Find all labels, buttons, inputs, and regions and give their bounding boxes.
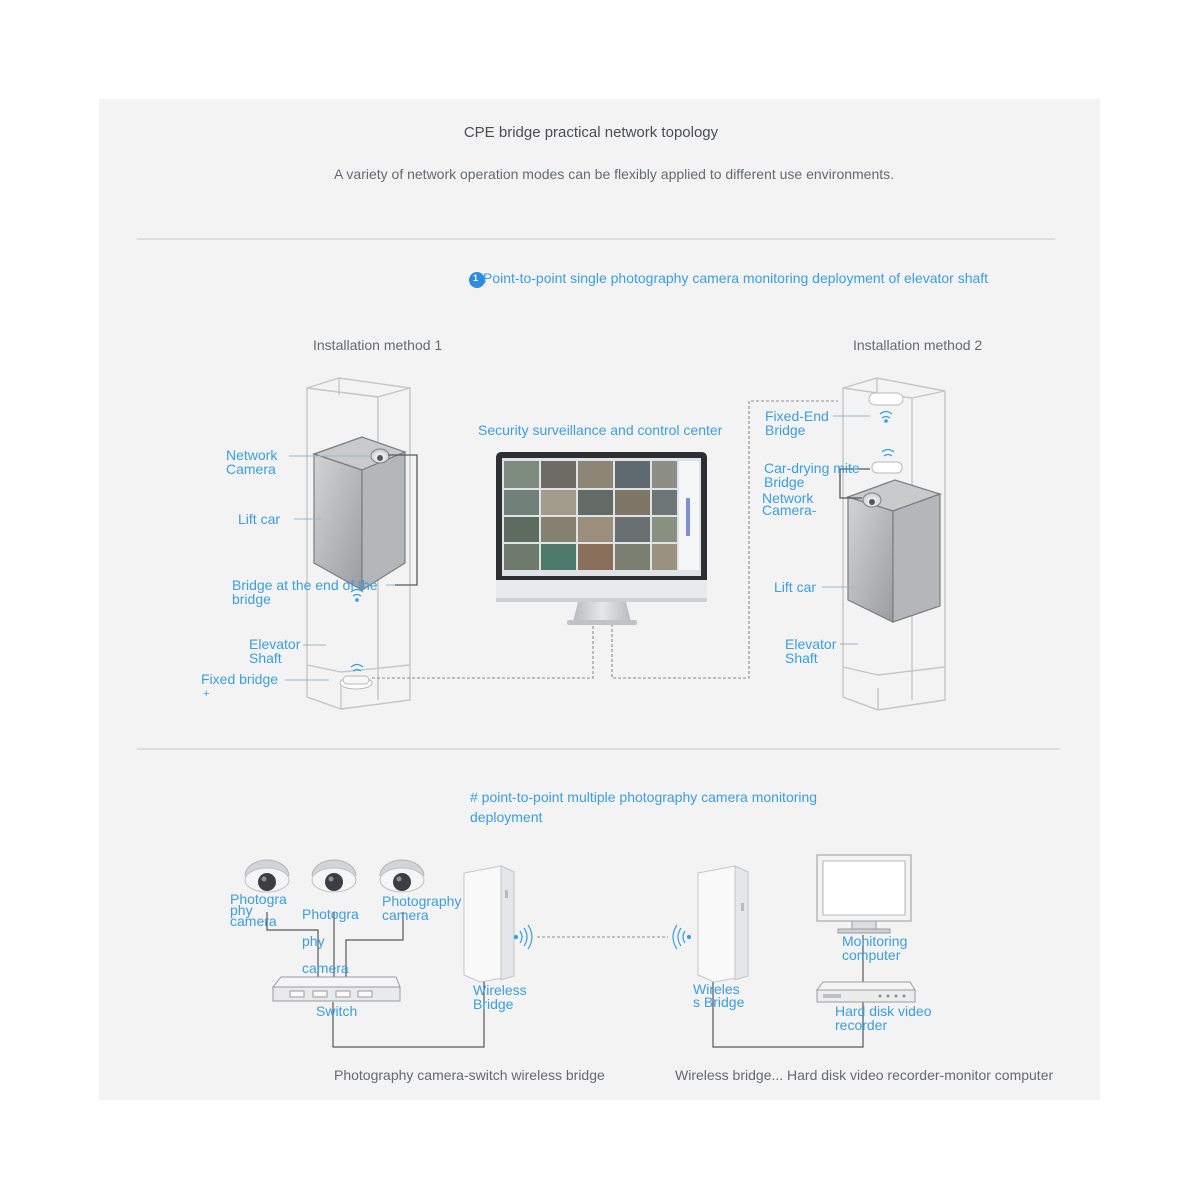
network-camera-icon-2 (862, 492, 882, 508)
step-badge-circle (469, 272, 485, 288)
dome-camera-icon-2 (311, 859, 357, 893)
caption-left: Photography camera-switch wireless bridg… (334, 1067, 605, 1083)
wifi-icon-bridge-1 (350, 588, 364, 602)
lift-car-2 (846, 479, 942, 623)
label-switch: Switch (316, 1003, 358, 1019)
label-plus: + (203, 688, 210, 700)
camera-cable-2 (839, 468, 870, 499)
camera-switch-cables (266, 912, 864, 1048)
car-drying-bridge-device-2 (871, 461, 903, 474)
dome-camera-icon-1 (244, 859, 290, 893)
page-subtitle: A variety of network operation modes can… (333, 166, 895, 182)
fixed-bridge-device-1 (339, 675, 373, 690)
dome-camera-icon-3 (379, 859, 425, 893)
dashed-links-top (372, 400, 838, 679)
camera-cable-1 (388, 454, 418, 586)
lift-car-1 (312, 436, 407, 592)
caption-right: Wireless bridge... Hard disk video recor… (675, 1067, 1054, 1083)
wifi-icon-fixed-bridge-1 (350, 663, 364, 672)
label-lift-car-2: Lift car (774, 579, 817, 595)
wifi-icon-fixed-end-bridge-2 (879, 410, 893, 423)
step-badge-number: 1 (473, 273, 479, 283)
method1-title: Installation method 1 (313, 337, 443, 353)
leader-lines-1 (285, 455, 395, 681)
wireless-bridge-device-left (463, 865, 515, 983)
signal-wave-icon-right (672, 924, 692, 950)
section2-heading: # point-to-point multiple photography ca… (470, 789, 818, 825)
method2-title: Installation method 2 (853, 337, 983, 353)
hard-disk-recorder-device (816, 981, 916, 1003)
monitoring-computer-device (816, 854, 912, 934)
section1-heading: Point-to-point single photography camera… (483, 270, 989, 286)
surveillance-monitor (496, 452, 707, 625)
leader-lines-2 (822, 415, 870, 645)
wireless-bridge-device-right (697, 865, 749, 983)
network-camera-icon-1 (370, 448, 390, 464)
fixed-end-bridge-device-2 (868, 392, 904, 406)
switch-device (271, 976, 401, 1002)
control-center-label: Security surveillance and control center (478, 422, 723, 438)
label-fixed-bridge-1: Fixed bridge (201, 671, 279, 687)
camera-feed-grid (504, 461, 699, 570)
wifi-icon-car-bridge-2 (881, 448, 895, 457)
label-lift-car-1: Lift car (238, 511, 281, 527)
page-title: CPE bridge practical network topology (463, 124, 719, 141)
signal-wave-icon-left (513, 924, 533, 950)
